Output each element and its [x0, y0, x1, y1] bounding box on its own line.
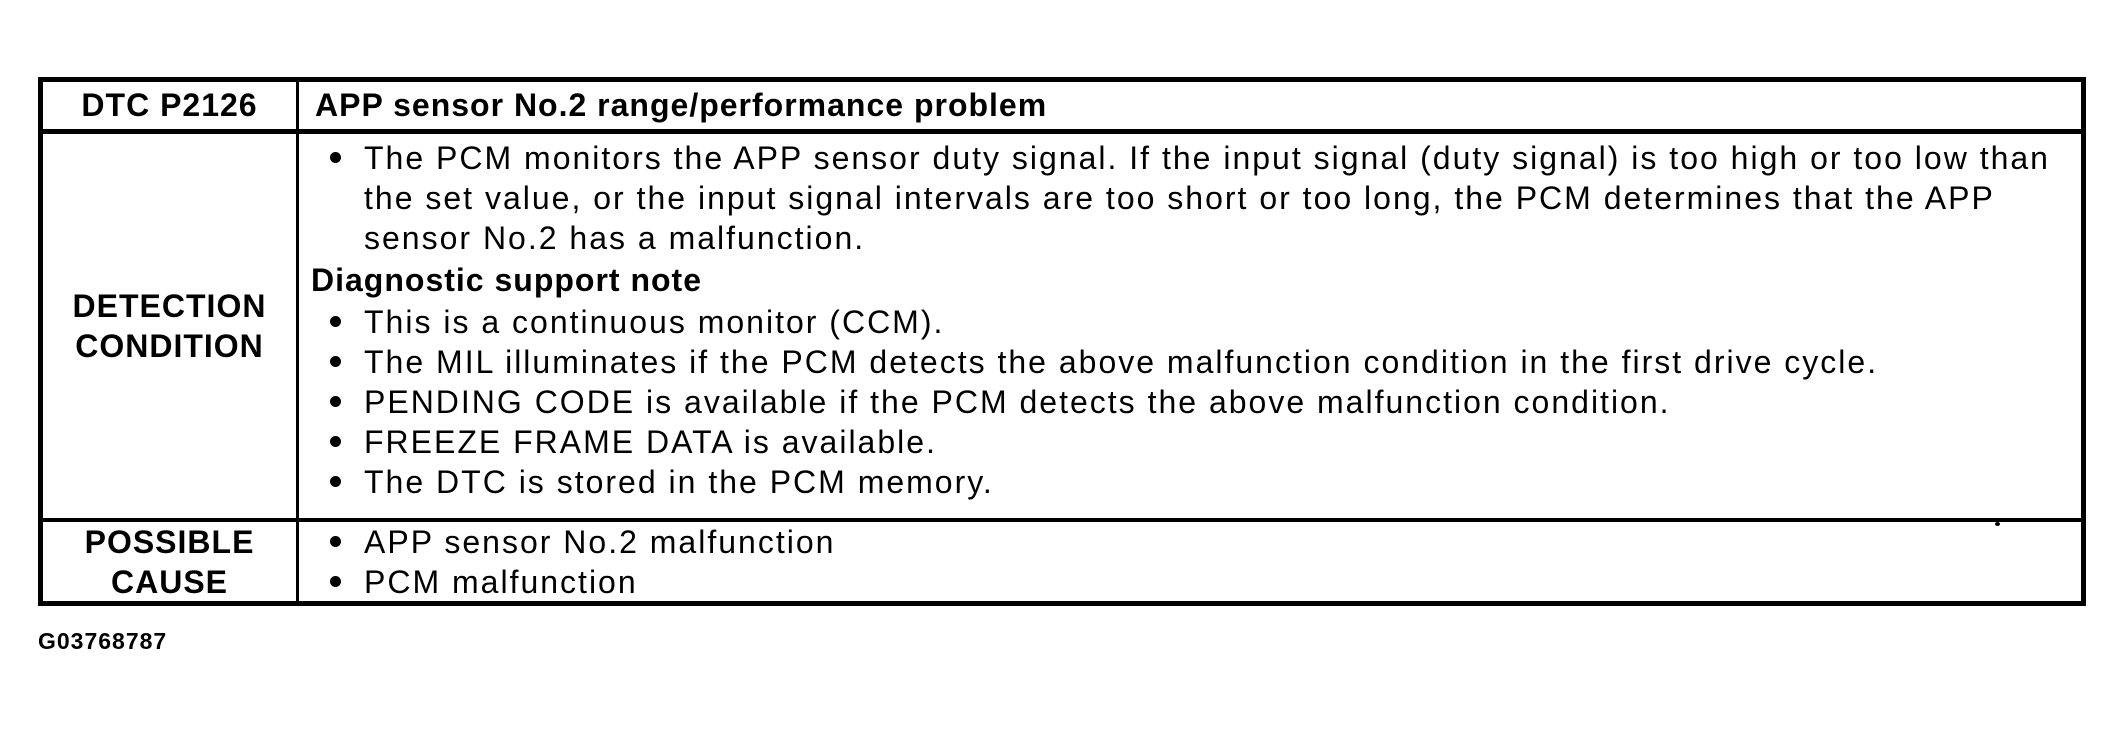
dtc-code-cell: DTC P2126	[43, 82, 299, 129]
row-label-line: POSSIBLE	[84, 523, 255, 560]
bullet-item: The MIL illuminates if the PCM detects t…	[311, 342, 2071, 382]
table-header-row: DTC P2126 APP sensor No.2 range/performa…	[43, 82, 2081, 134]
bullet-text-line: the set value, or the input signal inter…	[364, 180, 1995, 216]
bullet-text-line: The MIL illuminates if the PCM detects t…	[364, 344, 1879, 380]
bullet-item: The PCM monitors the APP sensor duty sig…	[311, 138, 2071, 258]
bullet-text-line: sensor No.2 has a malfunction.	[364, 220, 866, 256]
bullet-item: PENDING CODE is available if the PCM det…	[311, 382, 2071, 422]
row-label-line: CAUSE	[110, 563, 228, 600]
bullet-icon	[330, 356, 341, 367]
bullet-icon	[330, 396, 341, 407]
bullet-text-line: FREEZE FRAME DATA is available.	[364, 424, 937, 460]
bullet-text-line: The PCM monitors the APP sensor duty sig…	[364, 140, 2050, 176]
figure-id: G03768787	[38, 628, 168, 654]
bullet-icon	[330, 152, 341, 163]
bullet-icon	[330, 535, 341, 547]
detection-condition-label-cell: DETECTION CONDITION	[43, 134, 299, 518]
row-label-line: CONDITION	[75, 328, 264, 364]
bullet-text-line: APP sensor No.2 malfunction	[364, 523, 836, 560]
bullet-text: The MIL illuminates if the PCM detects t…	[364, 342, 2071, 382]
bullet-text: PCM malfunction	[364, 562, 2071, 602]
bullet-icon	[330, 316, 341, 327]
scan-speck	[1995, 522, 2000, 526]
bullet-icon	[330, 575, 341, 587]
bullet-icon	[330, 436, 341, 447]
bullet-text: PENDING CODE is available if the PCM det…	[364, 382, 2071, 422]
bullet-text: The PCM monitors the APP sensor duty sig…	[364, 138, 2071, 258]
dtc-title-cell: APP sensor No.2 range/performance proble…	[315, 87, 1048, 123]
bullet-item: This is a continuous monitor (CCM).	[311, 302, 2071, 342]
bullet-text-line: The DTC is stored in the PCM memory.	[364, 464, 994, 500]
diagnostic-support-note-heading: Diagnostic support note	[311, 262, 702, 298]
bullet-text-line: PCM malfunction	[364, 563, 638, 600]
row-label-line: DETECTION	[72, 288, 267, 324]
bullet-item: The DTC is stored in the PCM memory.	[311, 462, 2071, 502]
bullet-text-line: PENDING CODE is available if the PCM det…	[364, 384, 1671, 420]
bullet-item: PCM malfunction	[311, 562, 2071, 602]
detection-condition-row: DETECTION CONDITION The PCM monitors the …	[43, 134, 2081, 522]
bullet-item: FREEZE FRAME DATA is available.	[311, 422, 2071, 462]
bullet-text: FREEZE FRAME DATA is available.	[364, 422, 2071, 462]
dtc-table: DTC P2126 APP sensor No.2 range/performa…	[38, 77, 2086, 606]
bullet-text: APP sensor No.2 malfunction	[364, 522, 2071, 562]
bullet-text: This is a continuous monitor (CCM).	[364, 302, 2071, 342]
bullet-icon	[330, 476, 341, 487]
bullet-text-line: This is a continuous monitor (CCM).	[364, 304, 945, 340]
bullet-item: APP sensor No.2 malfunction	[311, 522, 2071, 562]
bullet-text: The DTC is stored in the PCM memory.	[364, 462, 2071, 502]
detection-condition-content-cell: The PCM monitors the APP sensor duty sig…	[299, 134, 2081, 502]
